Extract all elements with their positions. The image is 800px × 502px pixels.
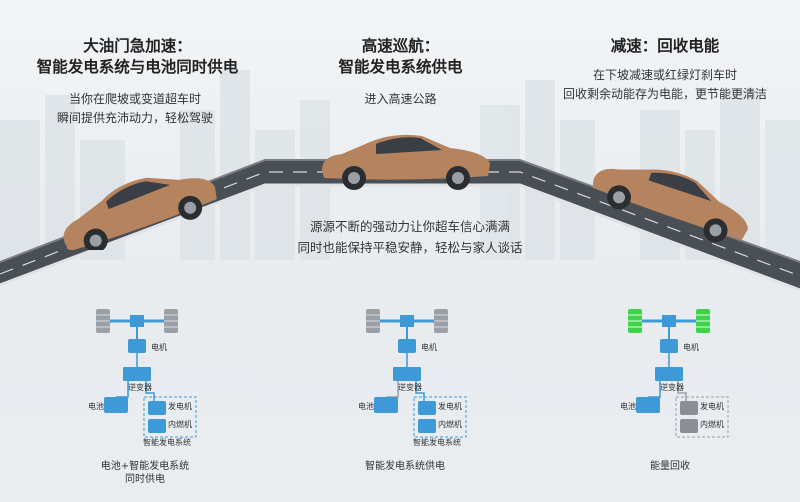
section-desc-cruise: 进入高速公路 xyxy=(318,90,483,109)
title-line: 大油门急加速： xyxy=(83,37,192,55)
desc-line: 进入高速公路 xyxy=(364,92,437,106)
desc-line: 在下坡减速或红绿灯刹车时 xyxy=(592,68,737,82)
label-battery: 电池 xyxy=(358,402,374,411)
label-engine: 内燃机 xyxy=(438,420,462,429)
title-line: 智能发电系统供电 xyxy=(338,58,463,76)
label-inverter: 逆变器 xyxy=(398,383,422,392)
title-line: 高速巡航： xyxy=(361,37,440,55)
section-desc-regen: 在下坡减速或红绿灯刹车时 回收剩余动能存为电能，更节能更清洁 xyxy=(545,66,785,104)
label-battery: 电池 xyxy=(88,402,104,411)
label-engine: 内燃机 xyxy=(168,420,192,429)
label-system: 智能发电系统 xyxy=(143,438,191,447)
label-generator: 发电机 xyxy=(168,402,192,411)
label-inverter: 逆变器 xyxy=(660,383,684,392)
label-system: 智能发电系统 xyxy=(413,438,461,447)
label-engine: 内燃机 xyxy=(700,420,724,429)
diagram-energy-recovery xyxy=(620,305,730,445)
caption-line: 电池+智能发电系统 xyxy=(100,461,190,472)
powertrain-diagram xyxy=(366,309,467,438)
caption-line: 同时供电 xyxy=(125,474,165,485)
diagram-generator-supply xyxy=(358,305,468,445)
section-title-cruise: 高速巡航： 智能发电系统供电 xyxy=(318,36,483,78)
caption-recovery: 能量回收 xyxy=(650,461,690,472)
car-middle-icon xyxy=(322,134,490,190)
desc-line: 回收剩余动能存为电能，更节能更清洁 xyxy=(562,87,767,101)
label-motor: 电机 xyxy=(421,343,437,352)
car-left-icon xyxy=(63,177,217,250)
label-battery: 电池 xyxy=(620,402,636,411)
powertrain-diagram xyxy=(96,309,197,438)
caption-generator: 智能发电系统供电 xyxy=(365,461,445,472)
label-generator: 发电机 xyxy=(438,402,462,411)
caption-combined: 电池+智能发电系统 同时供电 xyxy=(75,460,215,486)
section-desc-acceleration: 当你在爬坡或变道超车时 瞬间提供充沛动力，轻松驾驶 xyxy=(40,90,230,128)
label-motor: 电机 xyxy=(151,343,167,352)
title-line: 减速：回收电能 xyxy=(610,37,720,55)
section-title-regen: 减速：回收电能 xyxy=(585,36,745,57)
middle-line: 源源不断的强动力让你超车信心满满 xyxy=(309,219,510,234)
title-line: 智能发电系统与电池同时供电 xyxy=(36,58,239,76)
car-right-icon xyxy=(592,168,748,243)
middle-line: 同时也能保持平稳安静，轻松与家人谈话 xyxy=(297,240,523,255)
powertrain-diagram xyxy=(628,309,729,438)
label-generator: 发电机 xyxy=(700,402,724,411)
label-inverter: 逆变器 xyxy=(128,383,152,392)
section-title-acceleration: 大油门急加速： 智能发电系统与电池同时供电 xyxy=(30,36,245,78)
desc-line: 当你在爬坡或变道超车时 xyxy=(68,92,201,106)
label-motor: 电机 xyxy=(683,343,699,352)
desc-line: 瞬间提供充沛动力，轻松驾驶 xyxy=(56,111,213,125)
diagram-combined-supply xyxy=(88,305,198,445)
middle-description: 源源不断的强动力让你超车信心满满 同时也能保持平稳安静，轻松与家人谈话 xyxy=(270,216,550,258)
